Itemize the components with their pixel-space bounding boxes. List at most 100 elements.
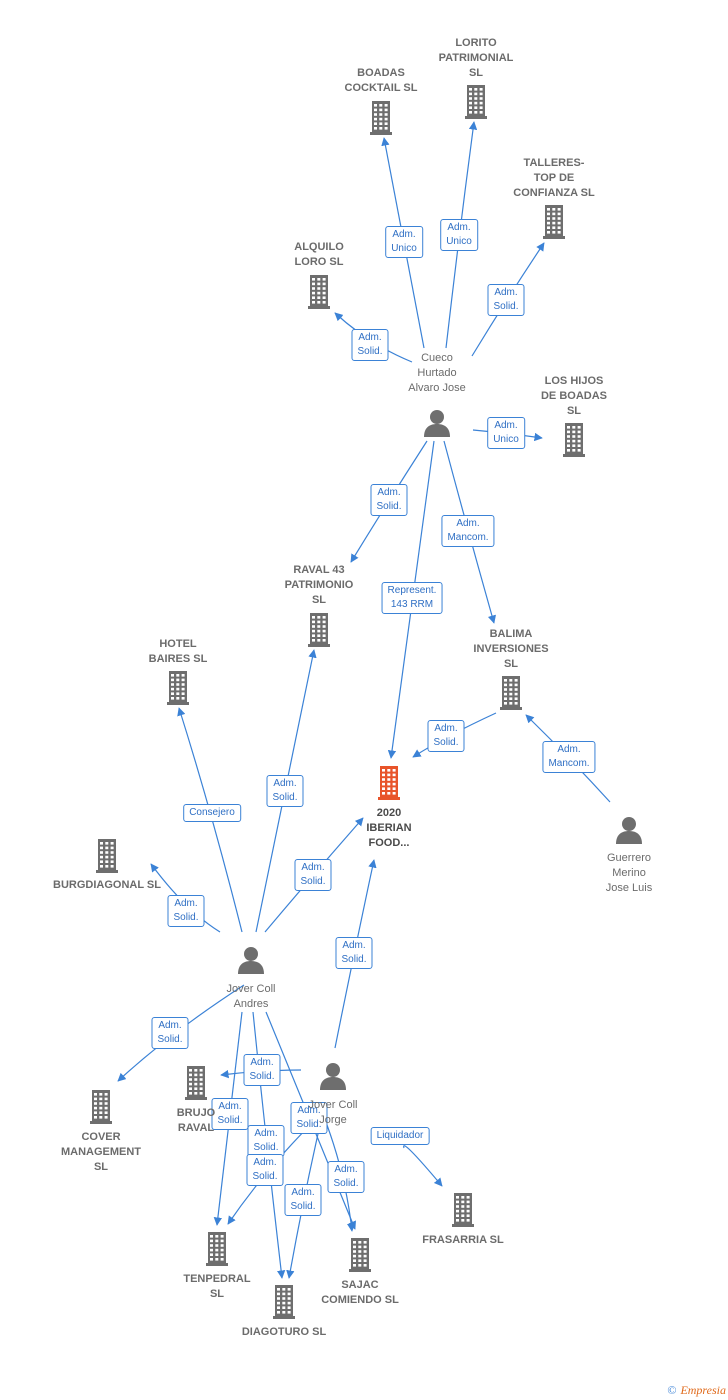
node-icon-guerrero[interactable] bbox=[614, 816, 644, 844]
copyright-symbol: © bbox=[667, 1383, 677, 1397]
relation-label-jover2-sajac[interactable]: Adm. Solid. bbox=[327, 1161, 365, 1193]
node-cueco[interactable]: Cueco Hurtado Alvaro Jose bbox=[367, 351, 507, 396]
node-label: BOADAS COCKTAIL SL bbox=[344, 67, 418, 94]
relation-label-jover-sajac[interactable]: Adm. Solid. bbox=[290, 1102, 328, 1134]
person-icon bbox=[320, 1063, 346, 1090]
building-icon bbox=[90, 1090, 112, 1124]
brand-logo: Empresia bbox=[680, 1383, 726, 1397]
node-icon-iberian[interactable] bbox=[378, 766, 400, 800]
building-icon bbox=[96, 839, 118, 873]
relation-label-jover-iberian[interactable]: Adm. Solid. bbox=[294, 859, 332, 891]
node-label: TENPEDRAL SL bbox=[183, 1273, 251, 1300]
person-icon bbox=[616, 817, 642, 844]
node-label: DIAGOTURO SL bbox=[241, 1326, 327, 1338]
node-icon-burgdiagonal[interactable] bbox=[96, 839, 118, 873]
node-hotel[interactable]: HOTEL BAIRES SL bbox=[108, 637, 248, 667]
building-icon bbox=[500, 676, 522, 710]
node-icon-alquilo[interactable] bbox=[308, 275, 330, 309]
relation-label-cueco-loshijos[interactable]: Adm. Unico bbox=[487, 417, 525, 449]
relation-label-cueco-alquilo[interactable]: Adm. Solid. bbox=[351, 329, 389, 361]
relation-label-jover-raval43[interactable]: Adm. Solid. bbox=[266, 775, 304, 807]
node-icon-cueco[interactable] bbox=[422, 409, 452, 437]
relation-label-jover-tenpedral[interactable]: Adm. Solid. bbox=[211, 1098, 249, 1130]
node-raval43[interactable]: RAVAL 43 PATRIMONIO SL bbox=[249, 563, 389, 608]
building-icon bbox=[563, 423, 585, 457]
footer-brand: ©Empresia bbox=[667, 1383, 726, 1398]
relation-label-cueco-iberian[interactable]: Represent. 143 RRM bbox=[381, 582, 443, 614]
node-iberian[interactable]: 2020 IBERIAN FOOD... bbox=[319, 806, 459, 851]
node-alquilo[interactable]: ALQUILO LORO SL bbox=[249, 240, 389, 270]
node-loshijos[interactable]: LOS HIJOS DE BOADAS SL bbox=[504, 374, 644, 419]
relation-label-jover2-diagoturo[interactable]: Adm. Solid. bbox=[284, 1184, 322, 1216]
node-icon-loshijos[interactable] bbox=[563, 423, 585, 457]
relation-label-balima-iberian[interactable]: Adm. Solid. bbox=[427, 720, 465, 752]
node-tenpedral[interactable]: TENPEDRAL SL bbox=[147, 1272, 287, 1302]
node-label: ALQUILO LORO SL bbox=[294, 241, 344, 268]
node-label: SAJAC COMIENDO SL bbox=[321, 1279, 399, 1306]
node-label: LOS HIJOS DE BOADAS SL bbox=[540, 375, 607, 417]
node-label: TALLERES- TOP DE CONFIANZA SL bbox=[513, 157, 595, 199]
node-talleres[interactable]: TALLERES- TOP DE CONFIANZA SL bbox=[484, 156, 624, 201]
node-label: BRUJO RAVAL bbox=[176, 1107, 216, 1134]
node-label: HOTEL BAIRES SL bbox=[148, 638, 208, 665]
node-icon-tenpedral[interactable] bbox=[206, 1232, 228, 1266]
node-brujo[interactable]: BRUJO RAVAL bbox=[126, 1106, 266, 1136]
node-icon-hotel[interactable] bbox=[167, 671, 189, 705]
building-icon bbox=[452, 1193, 474, 1227]
node-frasarria[interactable]: FRASARRIA SL bbox=[393, 1233, 533, 1248]
relation-label-jover-hotel[interactable]: Consejero bbox=[183, 804, 241, 822]
building-icon bbox=[308, 275, 330, 309]
node-icon-frasarria[interactable] bbox=[452, 1193, 474, 1227]
node-icon-balima[interactable] bbox=[500, 676, 522, 710]
node-sajac[interactable]: SAJAC COMIENDO SL bbox=[290, 1278, 430, 1308]
relation-label-jover-cover[interactable]: Adm. Solid. bbox=[151, 1017, 189, 1049]
relation-label-cueco-balima[interactable]: Adm. Mancom. bbox=[441, 515, 495, 547]
node-jover2[interactable]: Jover Coll Jorge bbox=[263, 1098, 403, 1128]
building-icon bbox=[378, 766, 400, 800]
node-label: COVER MANAGEMENT SL bbox=[60, 1131, 142, 1173]
node-label: 2020 IBERIAN FOOD... bbox=[366, 807, 412, 849]
node-label: Jover Coll Andres bbox=[226, 983, 276, 1010]
node-icon-talleres[interactable] bbox=[543, 205, 565, 239]
node-label: FRASARRIA SL bbox=[422, 1234, 504, 1246]
node-label: Cueco Hurtado Alvaro Jose bbox=[408, 352, 466, 394]
node-balima[interactable]: BALIMA INVERSIONES SL bbox=[441, 627, 581, 672]
relation-label-cueco-boadas[interactable]: Adm. Unico bbox=[385, 226, 423, 258]
node-lorito[interactable]: LORITO PATRIMONIAL SL bbox=[406, 36, 546, 81]
node-guerrero[interactable]: Guerrero Merino Jose Luis bbox=[559, 851, 699, 896]
person-icon bbox=[424, 410, 450, 437]
relation-label-jover-burgdiagonal[interactable]: Adm. Solid. bbox=[167, 895, 205, 927]
relation-label-jover-brujo[interactable]: Adm. Solid. bbox=[243, 1054, 281, 1086]
node-icon-jover[interactable] bbox=[236, 946, 266, 974]
building-icon bbox=[185, 1066, 207, 1100]
relation-label-jover2-tenpedral[interactable]: Adm. Solid. bbox=[246, 1154, 284, 1186]
node-boadas[interactable]: BOADAS COCKTAIL SL bbox=[311, 66, 451, 96]
building-icon bbox=[308, 613, 330, 647]
node-burgdiagonal[interactable]: BURGDIAGONAL SL bbox=[37, 878, 177, 893]
node-label: BALIMA INVERSIONES SL bbox=[473, 628, 549, 670]
relation-label-jover2-frasarria[interactable]: Liquidador bbox=[370, 1127, 430, 1145]
node-icon-cover[interactable] bbox=[90, 1090, 112, 1124]
node-jover[interactable]: Jover Coll Andres bbox=[181, 982, 321, 1012]
relation-label-cueco-talleres[interactable]: Adm. Solid. bbox=[487, 284, 525, 316]
node-icon-boadas[interactable] bbox=[370, 101, 392, 135]
node-icon-jover2[interactable] bbox=[318, 1062, 348, 1090]
node-icon-brujo[interactable] bbox=[185, 1066, 207, 1100]
relation-label-jover2-iberian[interactable]: Adm. Solid. bbox=[335, 937, 373, 969]
node-diagoturo[interactable]: DIAGOTURO SL bbox=[214, 1325, 354, 1340]
node-icon-diagoturo[interactable] bbox=[273, 1285, 295, 1319]
node-label: LORITO PATRIMONIAL SL bbox=[438, 37, 514, 79]
node-cover[interactable]: COVER MANAGEMENT SL bbox=[31, 1130, 171, 1175]
relation-label-cueco-raval43[interactable]: Adm. Solid. bbox=[370, 484, 408, 516]
node-icon-lorito[interactable] bbox=[465, 85, 487, 119]
node-icon-sajac[interactable] bbox=[349, 1238, 371, 1272]
building-icon bbox=[349, 1238, 371, 1272]
node-icon-raval43[interactable] bbox=[308, 613, 330, 647]
building-icon bbox=[273, 1285, 295, 1319]
node-label: Guerrero Merino Jose Luis bbox=[605, 852, 653, 894]
relation-label-cueco-lorito[interactable]: Adm. Unico bbox=[440, 219, 478, 251]
building-icon bbox=[465, 85, 487, 119]
relation-label-guerrero-balima[interactable]: Adm. Mancom. bbox=[542, 741, 596, 773]
node-label: RAVAL 43 PATRIMONIO SL bbox=[284, 564, 354, 606]
